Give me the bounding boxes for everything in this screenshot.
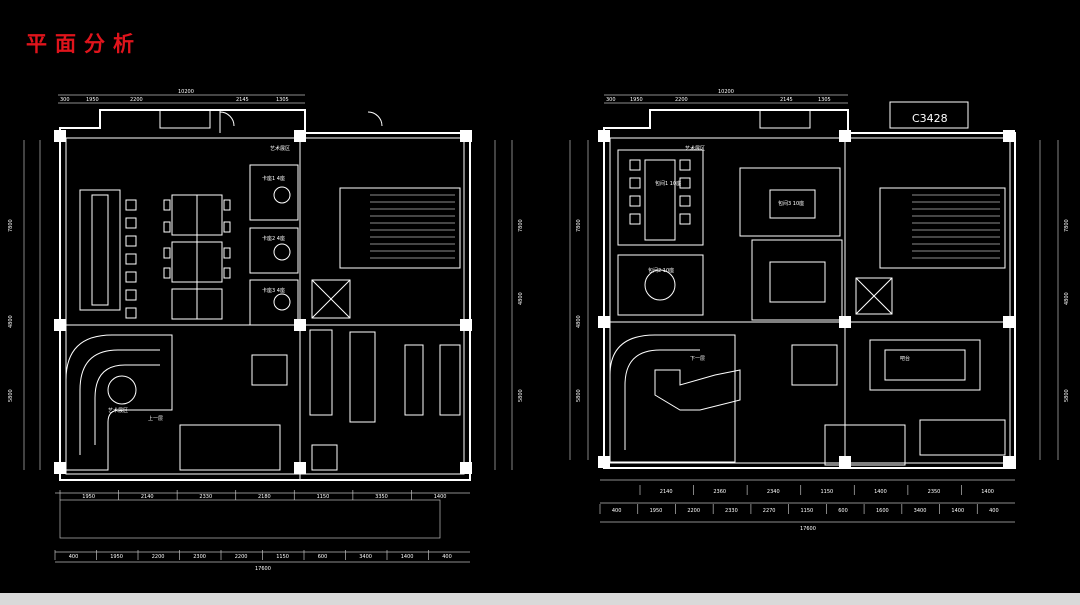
c3428-tag: C3428 [912,112,948,125]
bottom-dimension-label: 1950 [110,554,123,560]
right-side-dim: 4800 [518,292,524,305]
left-top-dim: 1950 [86,97,99,103]
left-floor-plan: 10200 300 1950 2200 2145 1305 [8,89,524,572]
left-side-dim: 7800 [576,219,582,232]
bottom-dimension-label: 2300 [193,554,206,560]
room-label: 包间1 10座 [655,180,681,187]
bottom-dimension-label: 1400 [874,489,887,495]
right-side-dim: 4800 [1064,292,1070,305]
bottom-dimension-label: 2140 [660,489,673,495]
bottom-dimension-label: 400 [989,508,999,514]
bottom-dimension-label: 1400 [401,554,414,560]
bottom-dimension-label: 2330 [199,494,212,500]
left-side-dim: 4800 [8,315,14,328]
left-kitchen [251,329,461,423]
right-top-dim: 1305 [818,97,831,103]
bottom-dimension-label: 1150 [276,554,289,560]
left-side-dim: 4800 [576,315,582,328]
bottom-dimension-label: 400 [612,508,622,514]
bottom-dimension-label: 2200 [687,508,700,514]
left-top-dim: 2145 [236,97,249,103]
right-bottom-total: 17600 [800,526,816,532]
left-top-total: 10200 [178,89,194,95]
bottom-dimension-label: 2350 [928,489,941,495]
room-label: 包间3 10座 [778,200,804,207]
room-label: 吧台 [900,355,910,362]
bottom-dimension-label: 400 [69,554,79,560]
room-label: 卡座1 4座 [262,175,285,182]
left-dining-tables [163,194,231,320]
bottom-dimension-label: 2360 [713,489,726,495]
right-side-dim: 5800 [518,389,524,402]
right-top-total: 10200 [718,89,734,95]
bottom-dimension-label: 600 [838,508,848,514]
bottom-dimension-label: 1400 [951,508,964,514]
right-top-dim: 2145 [780,97,793,103]
bottom-dimension-label: 600 [318,554,328,560]
bottom-dimension-label: 2200 [235,554,248,560]
right-side-dim: 5800 [1064,389,1070,402]
bottom-dimension-label: 3400 [359,554,372,560]
bottom-dimension-label: 3350 [375,494,388,500]
right-side-dim: 7800 [1064,219,1070,232]
left-side-dim: 5800 [8,389,14,402]
bottom-dimension-label: 3400 [914,508,927,514]
left-side-dim: 5800 [576,389,582,402]
left-top-dim: 1305 [276,97,289,103]
right-top-dim: 1950 [630,97,643,103]
left-top-dim: 300 [60,97,70,103]
bottom-scroll-bar [0,593,1080,605]
bottom-dimension-label: 2330 [725,508,738,514]
bottom-dimension-label: 1950 [82,494,95,500]
bottom-dimension-label: 2270 [763,508,776,514]
room-label: 卡座3 4座 [262,287,285,294]
right-top-dim: 2200 [675,97,688,103]
left-stools [125,199,137,319]
bottom-dimension-label: 1400 [434,494,447,500]
room-label: 卡座2 4座 [262,235,285,242]
bottom-dimension-label: 1150 [801,508,814,514]
bottom-dimension-label: 1400 [981,489,994,495]
right-top-dim: 300 [606,97,616,103]
bottom-dimension-label: 2140 [141,494,154,500]
bottom-dimension-label: 1150 [317,494,330,500]
bottom-dimension-label: 400 [442,554,452,560]
bottom-dimension-label: 2180 [258,494,271,500]
right-columns [598,130,1015,468]
room-label: 艺术展区 [108,407,128,414]
bottom-dimension-label: 1150 [821,489,834,495]
left-columns [54,130,472,474]
bottom-dimension-label: 1950 [650,508,663,514]
bottom-dimension-label: 2340 [767,489,780,495]
room-label: 下一层 [690,356,705,362]
bottom-dimension-label: 1600 [876,508,889,514]
room-label: 包间2 10座 [648,267,674,274]
left-bottom-total: 17600 [255,566,271,572]
room-label: 上一层 [148,415,163,422]
left-side-dim: 7800 [8,219,14,232]
page-title: 平面分析 [26,32,142,56]
left-top-dim: 2200 [130,97,143,103]
right-floor-plan: 10200 300 1950 2200 2145 1305 C3428 包间1 … [569,89,1070,532]
room-label: 艺术展区 [270,145,290,152]
room-label: 艺术展区 [685,145,705,152]
right-side-dim: 7800 [518,219,524,232]
bottom-dimension-label: 2200 [152,554,165,560]
